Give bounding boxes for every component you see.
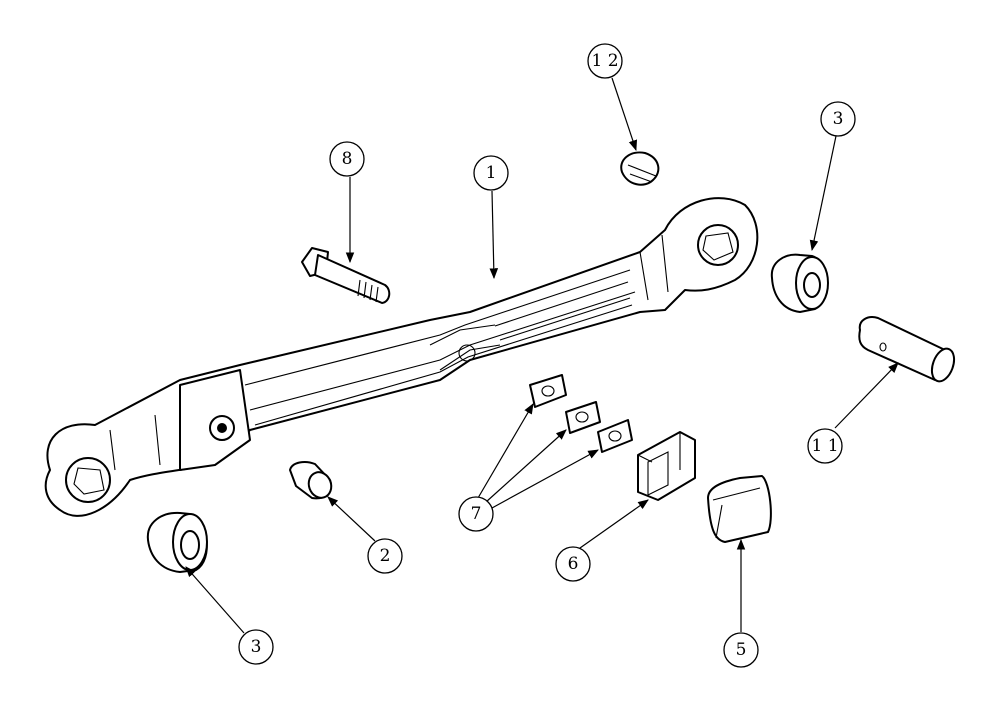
shims	[529, 374, 633, 453]
pin	[858, 316, 956, 383]
leader-lines	[185, 77, 899, 634]
bushing-top	[770, 253, 829, 313]
callout-1-label: 1	[486, 163, 497, 183]
callout-3-bottom-label: 3	[251, 637, 262, 657]
callout-11: 1 1	[807, 428, 843, 464]
sleeve	[289, 461, 333, 500]
leader-2	[327, 496, 376, 542]
callout-12: 1 2	[587, 43, 623, 79]
callout-5-label: 5	[736, 640, 747, 660]
callout-8-label: 8	[342, 149, 353, 169]
callout-1: 1	[473, 155, 509, 191]
callout-2-label: 2	[380, 546, 391, 566]
callout-3-bottom: 3	[238, 629, 274, 665]
callout-8: 8	[329, 141, 365, 177]
callout-3-top: 3	[820, 101, 856, 137]
bolt	[301, 247, 391, 304]
callout-12-label: 1 2	[591, 51, 618, 71]
cap	[707, 475, 772, 543]
leader-7-c	[491, 449, 599, 509]
leader-7-a	[477, 403, 534, 499]
callout-3-top-label: 3	[833, 109, 844, 129]
leader-12	[611, 77, 638, 152]
leader-3-top	[809, 135, 837, 252]
callout-7-label: 7	[471, 504, 482, 524]
callout-6-label: 6	[568, 554, 579, 574]
leader-6	[579, 499, 649, 549]
clip	[637, 431, 696, 501]
bushing-bottom	[146, 511, 208, 573]
leader-3-bottom	[185, 566, 245, 634]
leader-1	[489, 190, 499, 280]
callout-7: 7	[458, 496, 494, 532]
callout-5: 5	[723, 632, 759, 668]
callout-11-label: 1 1	[811, 436, 838, 456]
leader-11	[834, 362, 899, 429]
callout-2: 2	[367, 538, 403, 574]
key	[620, 151, 660, 186]
leader-7-b	[485, 429, 567, 503]
lower-link-arm	[44, 197, 759, 517]
callout-6: 6	[555, 546, 591, 582]
